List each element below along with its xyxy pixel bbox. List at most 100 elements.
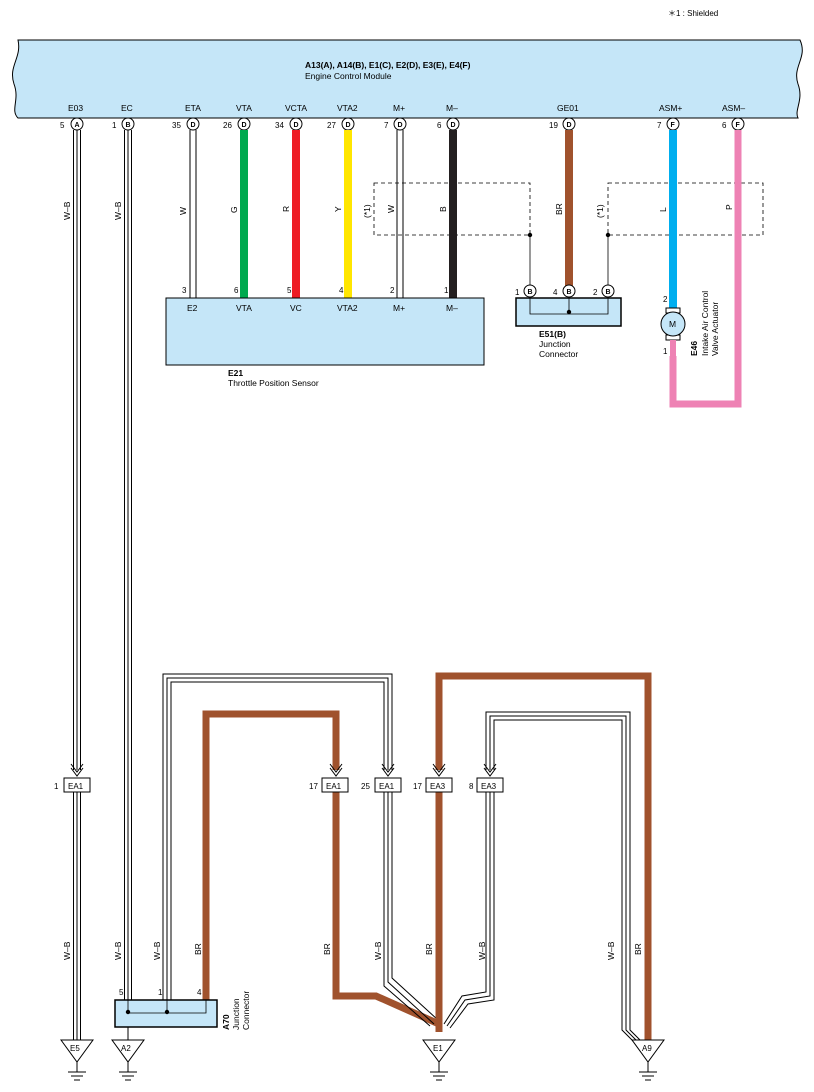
junction-ea3-17: [425, 777, 453, 793]
lower-wire-label: BR: [193, 943, 203, 955]
ground-label: A2: [121, 1044, 131, 1053]
e51-pin-circle: [562, 284, 576, 298]
ecm-pin-letter: D: [567, 122, 572, 129]
a70-pin-num: 1: [158, 988, 163, 997]
junction-ea1-17: [321, 777, 349, 793]
ecm-name: Engine Control Module: [305, 71, 392, 81]
lower-wire-label: W–B: [373, 941, 383, 960]
wire-label-vcta: R: [281, 206, 291, 212]
shield-note: ＊1 : Shielded: [668, 9, 718, 18]
wire-label-ge01: BR: [554, 203, 564, 215]
wire-vcta: [292, 130, 300, 298]
wire-mplus: [396, 130, 404, 298]
e46-name-line2: Valve Actuator: [710, 302, 720, 356]
e51-pin-num: 1: [515, 288, 520, 297]
tps-pin-num: 2: [390, 286, 395, 295]
ground-label: E1: [433, 1044, 443, 1053]
ecm-pin-num: 5: [60, 121, 65, 130]
ecm-pin-num: 1: [112, 121, 117, 130]
lower-wire-label: W–B: [62, 941, 72, 960]
motor-icon: [660, 311, 686, 337]
wire-eta: [189, 130, 197, 298]
e51-pin-circle: [523, 284, 537, 298]
ecm-pin-num: 27: [327, 121, 336, 130]
wire-e03: [73, 130, 81, 770]
wire-label-e03: W–B: [62, 201, 72, 220]
tps-terminal-label: VTA2: [337, 303, 358, 313]
lower-wire-label: BR: [424, 943, 434, 955]
junction-pin-num: 25: [361, 782, 370, 791]
e51-code: E51(B): [539, 329, 566, 339]
ecm-term-asmplus: ASM+: [659, 103, 682, 113]
ecm-pin-num: 26: [223, 121, 232, 130]
ground-label: E5: [70, 1044, 80, 1053]
ecm-pin-num: 7: [384, 121, 389, 130]
e46-pin-num: 1: [663, 347, 668, 356]
ecm-term-vta2: VTA2: [337, 103, 358, 113]
a70-code: A70: [221, 1014, 231, 1030]
ground-icon: [60, 1039, 94, 1081]
wire-label-vta: G: [229, 206, 239, 213]
a70-pin-num: 5: [119, 988, 124, 997]
wire-ea3-8-to-a9: [485, 711, 641, 1045]
wire-label-mplus: W: [386, 205, 396, 213]
tps-name: Throttle Position Sensor: [228, 378, 319, 388]
tps-terminal-label: VTA: [236, 303, 252, 313]
e46-code: E46: [689, 341, 699, 356]
tps-terminal-label: E2: [187, 303, 198, 313]
wire-vta: [240, 130, 248, 298]
e51-name-line2: Connector: [539, 349, 578, 359]
ecm-pin-letter: D: [242, 122, 247, 129]
wire-ge01: [565, 130, 573, 290]
ecm-pin-num: 7: [657, 121, 662, 130]
ecm-pin-letter: D: [294, 122, 299, 129]
wire-mminus: [449, 130, 457, 298]
ecm-term-ge01: GE01: [557, 103, 579, 113]
tps-code: E21: [228, 368, 243, 378]
wire-vta2: [344, 130, 352, 298]
lower-wire-label: W–B: [606, 941, 616, 960]
wire-label-asmplus: L: [658, 207, 668, 212]
tps-terminal-label: VC: [290, 303, 302, 313]
ecm-pin-letter: D: [398, 122, 403, 129]
wire-label-vta2: Y: [333, 206, 343, 212]
junction-ea1-25: [374, 777, 402, 793]
junction-ea1-1: [63, 777, 91, 793]
ecm-term-vcta: VCTA: [285, 103, 307, 113]
wire-ea3-17-to-a9: [435, 672, 652, 1040]
wire-a70-to-ea1-25: [162, 673, 393, 1000]
wire-ea3-8-to-e1: [443, 792, 495, 1029]
shield-label-left: (*1): [362, 204, 372, 218]
lower-wire-label: W–B: [113, 941, 123, 960]
ground-icon: [111, 1039, 145, 1081]
ecm-pin-letter: D: [451, 122, 456, 129]
e51-pin-num: 4: [553, 288, 558, 297]
e51-name-line1: Junction: [539, 339, 571, 349]
a70-pin-num: 4: [197, 988, 202, 997]
a70-name-line1: Junction: [231, 998, 241, 1030]
shield-label-right: (*1): [595, 204, 605, 218]
ecm-pin-letter: D: [191, 122, 196, 129]
junction-label: EA3: [481, 782, 497, 791]
e46-name-line1: Intake Air Control: [700, 291, 710, 356]
junction-pin-num: 17: [413, 782, 422, 791]
wire-a70-to-ea1-17: [202, 710, 340, 1000]
lower-wire-label: BR: [322, 943, 332, 955]
a70-junction-dot: [164, 1009, 170, 1015]
junction-label: EA1: [68, 782, 84, 791]
shield-junction-dot: [605, 232, 611, 238]
ecm-term-eta: ETA: [185, 103, 201, 113]
e51-pin-letter: B: [528, 289, 533, 296]
tps-terminal-label: M+: [393, 303, 405, 313]
ecm-term-ec: EC: [121, 103, 133, 113]
ecm-pin-letter: B: [126, 122, 131, 129]
ecm-term-asmminus: ASM–: [722, 103, 745, 113]
a70-name-line2: Connector: [241, 991, 251, 1030]
ecm-pin-num: 19: [549, 121, 558, 130]
wire-label-mminus: B: [438, 206, 448, 212]
e51-pin-letter: B: [567, 289, 572, 296]
shield-junction-dot: [527, 232, 533, 238]
a70-junction-dot: [125, 1009, 131, 1015]
junction-label: EA1: [326, 782, 342, 791]
